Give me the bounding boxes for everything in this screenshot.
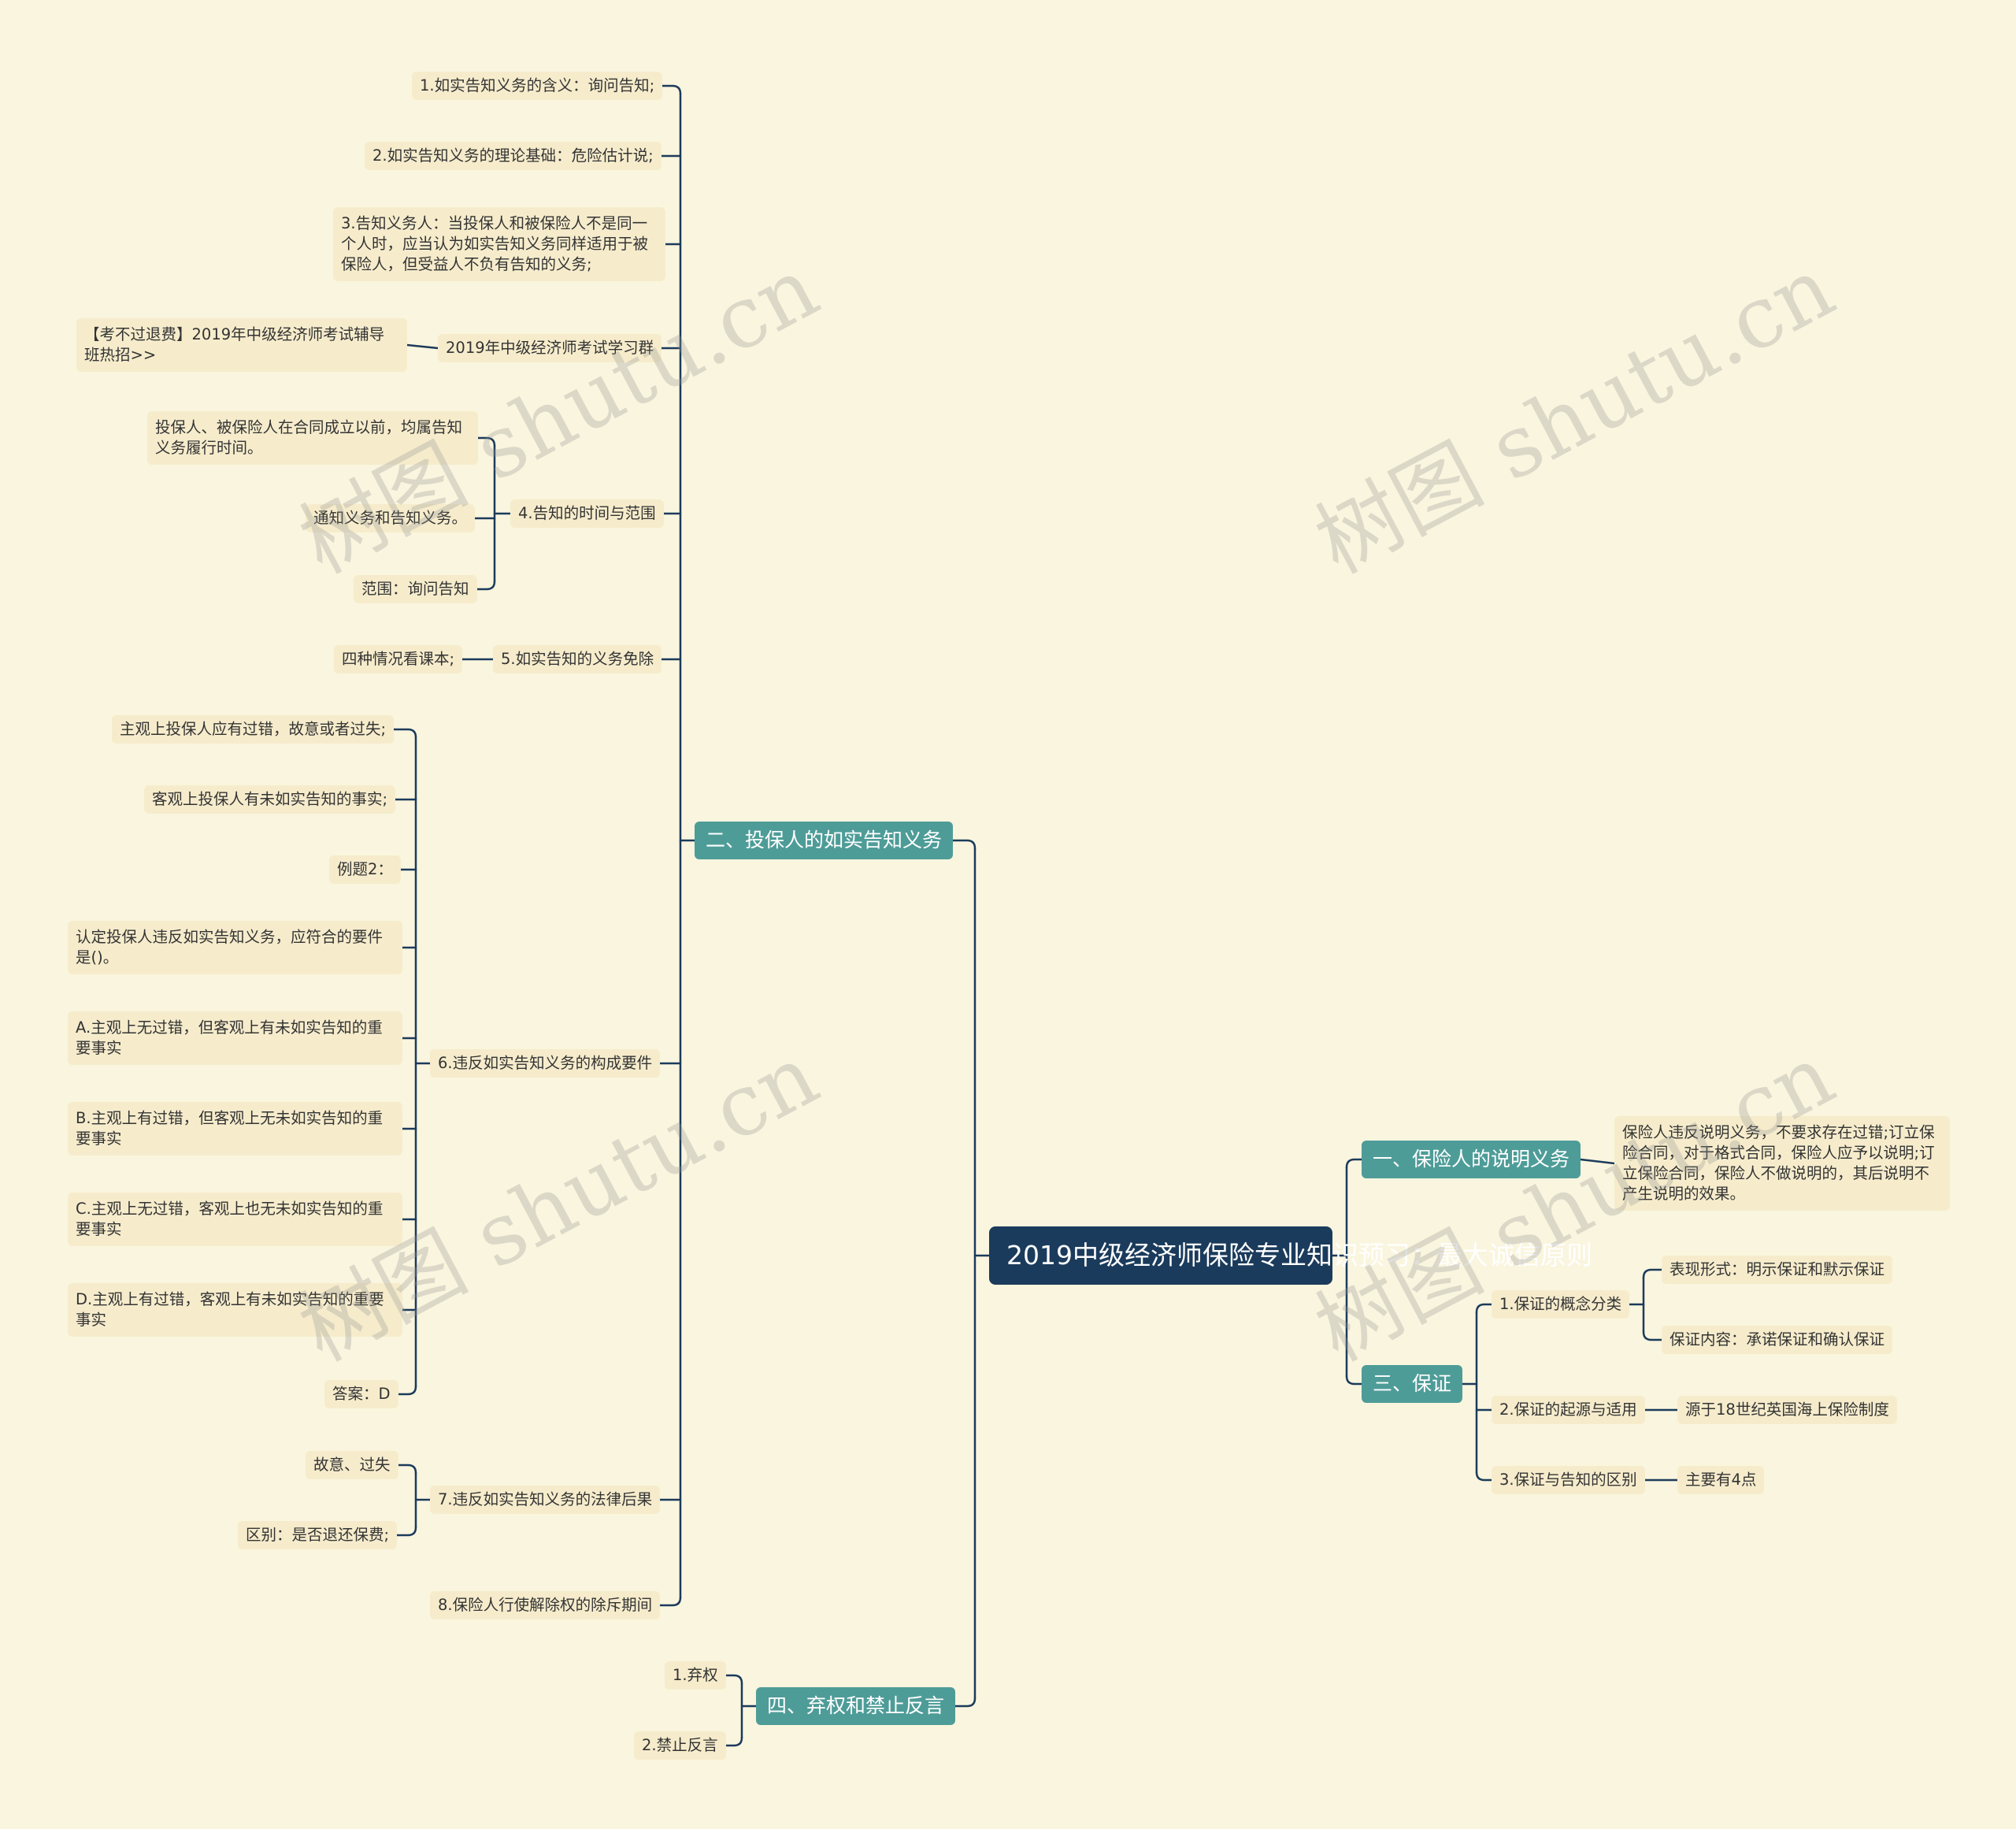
warranty-origin[interactable]: 2.保证的起源与适用: [1492, 1396, 1645, 1424]
time-scope-item-1[interactable]: 投保人、被保险人在合同成立以前，均属告知义务履行时间。: [147, 411, 478, 465]
topic-study-group[interactable]: 2019年中级经济师考试学习群: [438, 334, 662, 362]
warranty-origin-detail[interactable]: 源于18世纪英国海上保险制度: [1677, 1396, 1897, 1424]
exemption-item[interactable]: 四种情况看课本;: [334, 645, 463, 673]
connector-line: [1345, 1375, 1363, 1386]
time-scope-item-3[interactable]: 范围：询问告知: [354, 575, 477, 603]
connector-line: [392, 728, 417, 739]
consequence-item-1[interactable]: 故意、过失: [306, 1451, 398, 1479]
time-scope-item-2[interactable]: 通知义务和告知义务。: [306, 504, 476, 532]
example-question[interactable]: 认定投保人违反如实告知义务，应符合的要件是()。: [68, 921, 402, 974]
connector-line: [658, 1596, 682, 1607]
topic-disclosure-obligor[interactable]: 3.告知义务人：当投保人和被保险人不是同一个人时，应当认为如实告知义务同样适用于…: [333, 207, 665, 281]
connector-line: [1345, 1158, 1363, 1169]
connector-line: [395, 1526, 417, 1537]
topic-study-group-ad[interactable]: 【考不过退费】2019年中级经济师考试辅导班热招>>: [76, 318, 407, 372]
connector-line: [397, 1464, 417, 1475]
element-objective[interactable]: 客观上投保人有未如实告知的事实;: [144, 785, 396, 814]
topic-disclosure-exemption[interactable]: 5.如实告知的义务免除: [493, 645, 662, 673]
connector-line: [661, 84, 682, 95]
topic-time-and-scope[interactable]: 4.告知的时间与范围: [510, 499, 664, 528]
connector-line: [476, 436, 496, 447]
example-2[interactable]: 例题2：: [329, 855, 401, 884]
connector-line: [397, 1385, 417, 1396]
connector-line: [1475, 1303, 1493, 1314]
consequence-item-2[interactable]: 区别：是否退还保费;: [238, 1521, 398, 1549]
warranty-vs-disclosure-detail[interactable]: 主要有4点: [1677, 1466, 1765, 1494]
example-answer[interactable]: 答案：D: [324, 1380, 398, 1408]
waiver-item[interactable]: 1.弃权: [665, 1661, 726, 1690]
root-topic[interactable]: 2019中级经济师保险专业知识预习：最大诚信原则: [989, 1226, 1592, 1285]
connector-line: [1642, 1268, 1663, 1279]
connector-line: [951, 839, 976, 850]
connector-line: [954, 1697, 976, 1708]
branch-warranty[interactable]: 三、保证: [1362, 1365, 1463, 1403]
topic-disclosure-meaning[interactable]: 1.如实告知义务的含义：询问告知;: [412, 72, 663, 100]
estoppel-item[interactable]: 2.禁止反言: [634, 1731, 726, 1760]
warranty-vs-disclosure[interactable]: 3.保证与告知的区别: [1492, 1466, 1645, 1494]
branch-insurer-explanation[interactable]: 一、保险人的说明义务: [1362, 1141, 1581, 1178]
topic-violation-elements[interactable]: 6.违反如实告知义务的构成要件: [430, 1049, 661, 1078]
topic-disclosure-theory[interactable]: 2.如实告知义务的理论基础：危险估计说;: [365, 142, 662, 170]
option-a[interactable]: A.主观上无过错，但客观上有未如实告知的重要事实: [68, 1011, 402, 1065]
option-b[interactable]: B.主观上有过错，但客观上无未如实告知的重要事实: [68, 1102, 402, 1156]
connector-line: [1579, 1158, 1616, 1165]
branch-waiver-estoppel[interactable]: 四、弃权和禁止反言: [756, 1687, 956, 1725]
connector-line: [476, 580, 496, 591]
warranty-concept[interactable]: 1.保证的概念分类: [1492, 1290, 1630, 1319]
connector-line: [724, 1674, 743, 1685]
connector-line: [1475, 1471, 1493, 1482]
connector-line: [406, 343, 439, 350]
connector-line: [1642, 1330, 1663, 1341]
explanation-detail[interactable]: 保险人违反说明义务，不要求存在过错;订立保险合同，对于格式合同，保险人应予以说明…: [1614, 1116, 1950, 1211]
branch-applicant-disclosure[interactable]: 二、投保人的如实告知义务: [695, 822, 954, 859]
option-d[interactable]: D.主观上有过错，客观上有未如实告知的重要事实: [68, 1283, 402, 1337]
option-c[interactable]: C.主观上无过错，客观上也无未如实告知的重要事实: [68, 1193, 402, 1246]
connector-line: [724, 1736, 743, 1747]
topic-rescission-period[interactable]: 8.保险人行使解除权的除斥期间: [430, 1591, 661, 1619]
topic-legal-consequence[interactable]: 7.违反如实告知义务的法律后果: [430, 1486, 661, 1514]
warranty-content[interactable]: 保证内容：承诺保证和确认保证: [1662, 1326, 1893, 1354]
warranty-form[interactable]: 表现形式：明示保证和默示保证: [1662, 1256, 1893, 1284]
element-subjective[interactable]: 主观上投保人应有过错，故意或者过失;: [112, 715, 395, 744]
